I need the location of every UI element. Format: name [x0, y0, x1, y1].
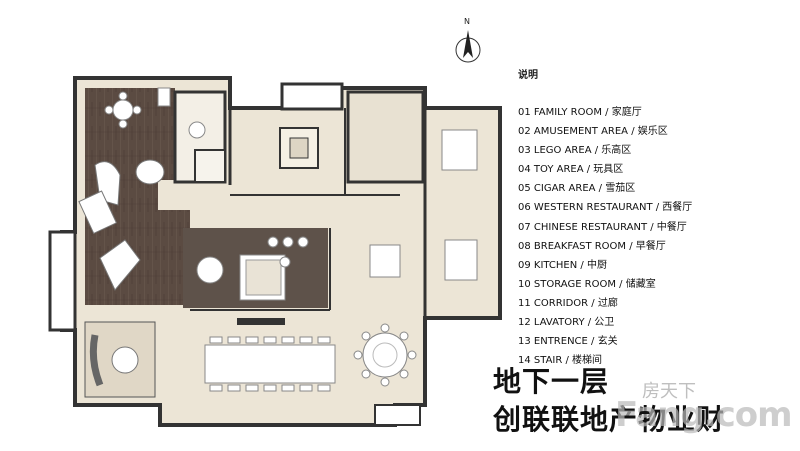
chair [297, 236, 309, 248]
chair [118, 91, 128, 101]
side-cabinet [157, 87, 171, 107]
north-label: N [464, 17, 470, 26]
stair-core [289, 137, 309, 159]
legend-item: 12 LAVATORY / 公卫 [518, 317, 615, 329]
west-bay [48, 230, 77, 332]
chair [282, 236, 294, 248]
long-table-chairs [209, 336, 331, 392]
storage-counter [441, 129, 478, 171]
lavatory-stall [194, 149, 226, 183]
round-table-breakfast [111, 346, 139, 374]
round-table-west [196, 256, 224, 284]
lounge-table [135, 159, 165, 185]
legend-item: 03 LEGO AREA / 乐高区 [518, 145, 632, 157]
legend-item: 14 STAIR / 楼梯间 [518, 355, 603, 367]
sofa [89, 334, 104, 387]
legend-item: 13 ENTRENCE / 玄关 [518, 336, 618, 348]
legend-item: 11 CORRIDOR / 过廊 [518, 297, 618, 309]
legend-title: 说明 [518, 70, 538, 81]
legend-item: 01 FAMILY ROOM / 家庭厅 [518, 107, 642, 118]
floor-plan: N [48, 17, 502, 427]
company-title: 创联联地产物业财 [493, 403, 726, 436]
legend-item: 04 TOY AREA / 玩具区 [518, 164, 624, 176]
legend-item: 10 STORAGE ROOM / 储藏室 [518, 278, 656, 290]
top-right-room [346, 90, 425, 184]
legend-item: 07 CHINESE RESTAURANT / 中餐厅 [518, 221, 687, 233]
legend-item: 08 BREAKFAST ROOM / 早餐厅 [518, 240, 666, 252]
watermark-logo: Fang.com [615, 395, 793, 435]
watermark-line1: 房天下 [642, 381, 696, 402]
round-table [112, 99, 134, 121]
legend-item: 09 KITCHEN / 中厨 [518, 259, 607, 271]
kitchen-island [369, 244, 401, 278]
round-table-chairs [353, 323, 417, 387]
chair [104, 105, 114, 115]
lounge-chair [99, 239, 141, 291]
small-table [188, 121, 206, 139]
chair [267, 236, 279, 248]
partition [237, 318, 285, 325]
bar-counter [245, 259, 282, 296]
chair [118, 119, 128, 129]
floor-title: 地下一层 [493, 365, 610, 398]
long-table [204, 344, 336, 384]
bottom-steps [374, 404, 421, 426]
chair [279, 256, 291, 268]
legend: 说明 01 FAMILY ROOM / 家庭厅 02 AMUSEMENT ARE… [518, 66, 788, 370]
legend-item: 05 CIGAR AREA / 雪茄区 [518, 183, 636, 195]
chair [132, 105, 142, 115]
legend-item: 02 AMUSEMENT AREA / 娱乐区 [518, 126, 668, 138]
stair-top-box [280, 82, 344, 111]
storage-counter [444, 239, 478, 281]
lego-table [78, 190, 118, 235]
legend-item: 06 WESTERN RESTAURANT / 西餐厅 [518, 202, 693, 214]
north-arrow: N [455, 17, 481, 63]
